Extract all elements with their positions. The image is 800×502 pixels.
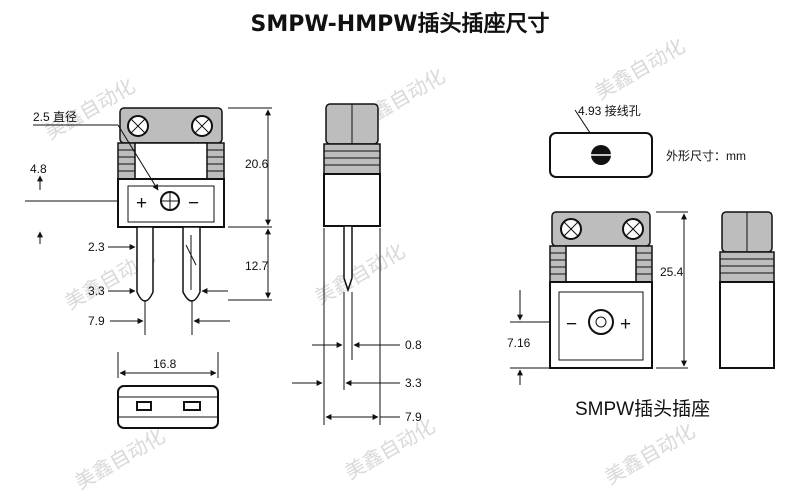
dim-pin-length: 12.7 bbox=[245, 259, 269, 273]
dim-plug-height: 20.6 bbox=[245, 157, 269, 171]
socket-side-neck bbox=[719, 251, 775, 283]
socket-side-body bbox=[719, 281, 775, 369]
socket-front-view: − + bbox=[549, 211, 653, 369]
side-pin bbox=[343, 225, 353, 293]
plug-dimensions: 2.5 直径 20.6 4.8 2.3 12.7 3.3 7.9 bbox=[25, 107, 272, 335]
dim-plug-width: 16.8 bbox=[153, 357, 177, 371]
socket-hole-icon bbox=[588, 309, 614, 335]
dim-socket-offset: 7.16 bbox=[507, 336, 531, 350]
minus-sign: − bbox=[566, 314, 577, 335]
plus-sign: + bbox=[136, 193, 147, 214]
watermark: 美鑫自动化 bbox=[341, 414, 440, 485]
side-neck bbox=[323, 143, 381, 175]
plug-side-view bbox=[323, 103, 381, 293]
watermark: 美鑫自动化 bbox=[71, 424, 170, 495]
socket-caption: SMPW插头插座 bbox=[575, 398, 710, 420]
dim-pin-width: 3.3 bbox=[88, 284, 105, 298]
dim-pin-pitch: 7.9 bbox=[88, 314, 105, 328]
plug-pin-left bbox=[136, 226, 154, 302]
watermark: 美鑫自动化 bbox=[311, 239, 410, 310]
plus-sign: + bbox=[620, 314, 631, 335]
hole-label: 4.93 接线孔 bbox=[578, 103, 641, 118]
side-body bbox=[323, 173, 381, 227]
units-label: 外形尺寸：mm bbox=[666, 149, 746, 163]
minus-sign: − bbox=[188, 193, 199, 214]
screw-icon bbox=[191, 115, 213, 137]
screw-icon bbox=[622, 218, 644, 240]
dim-socket-height: 25.4 bbox=[660, 265, 684, 279]
socket-side-view bbox=[719, 211, 775, 369]
screw-icon bbox=[560, 218, 582, 240]
dim-side-c: 7.9 bbox=[405, 410, 422, 424]
dim-side-b: 3.3 bbox=[405, 376, 422, 390]
dim-top-offset: 4.8 bbox=[30, 162, 47, 176]
watermark: 美鑫自动化 bbox=[591, 34, 690, 105]
plug-bottom-body bbox=[117, 385, 219, 429]
dim-side-a: 0.8 bbox=[405, 338, 422, 352]
screw-icon bbox=[127, 115, 149, 137]
diameter-label: 2.5 直径 bbox=[33, 110, 77, 124]
page-title: SMPW-HMPW插头插座尺寸 bbox=[250, 12, 550, 37]
plug-bottom-view: 16.8 bbox=[117, 352, 219, 429]
plug-front-view: + − bbox=[117, 107, 225, 302]
watermark: 美鑫自动化 bbox=[601, 419, 700, 490]
dim-pin-gap: 2.3 bbox=[88, 240, 105, 254]
side-dimensions: 0.8 3.3 7.9 bbox=[292, 228, 422, 425]
socket-hole-view: 4.93 接线孔 外形尺寸：mm bbox=[549, 103, 746, 178]
socket-dimensions: 25.4 7.16 bbox=[507, 211, 688, 385]
